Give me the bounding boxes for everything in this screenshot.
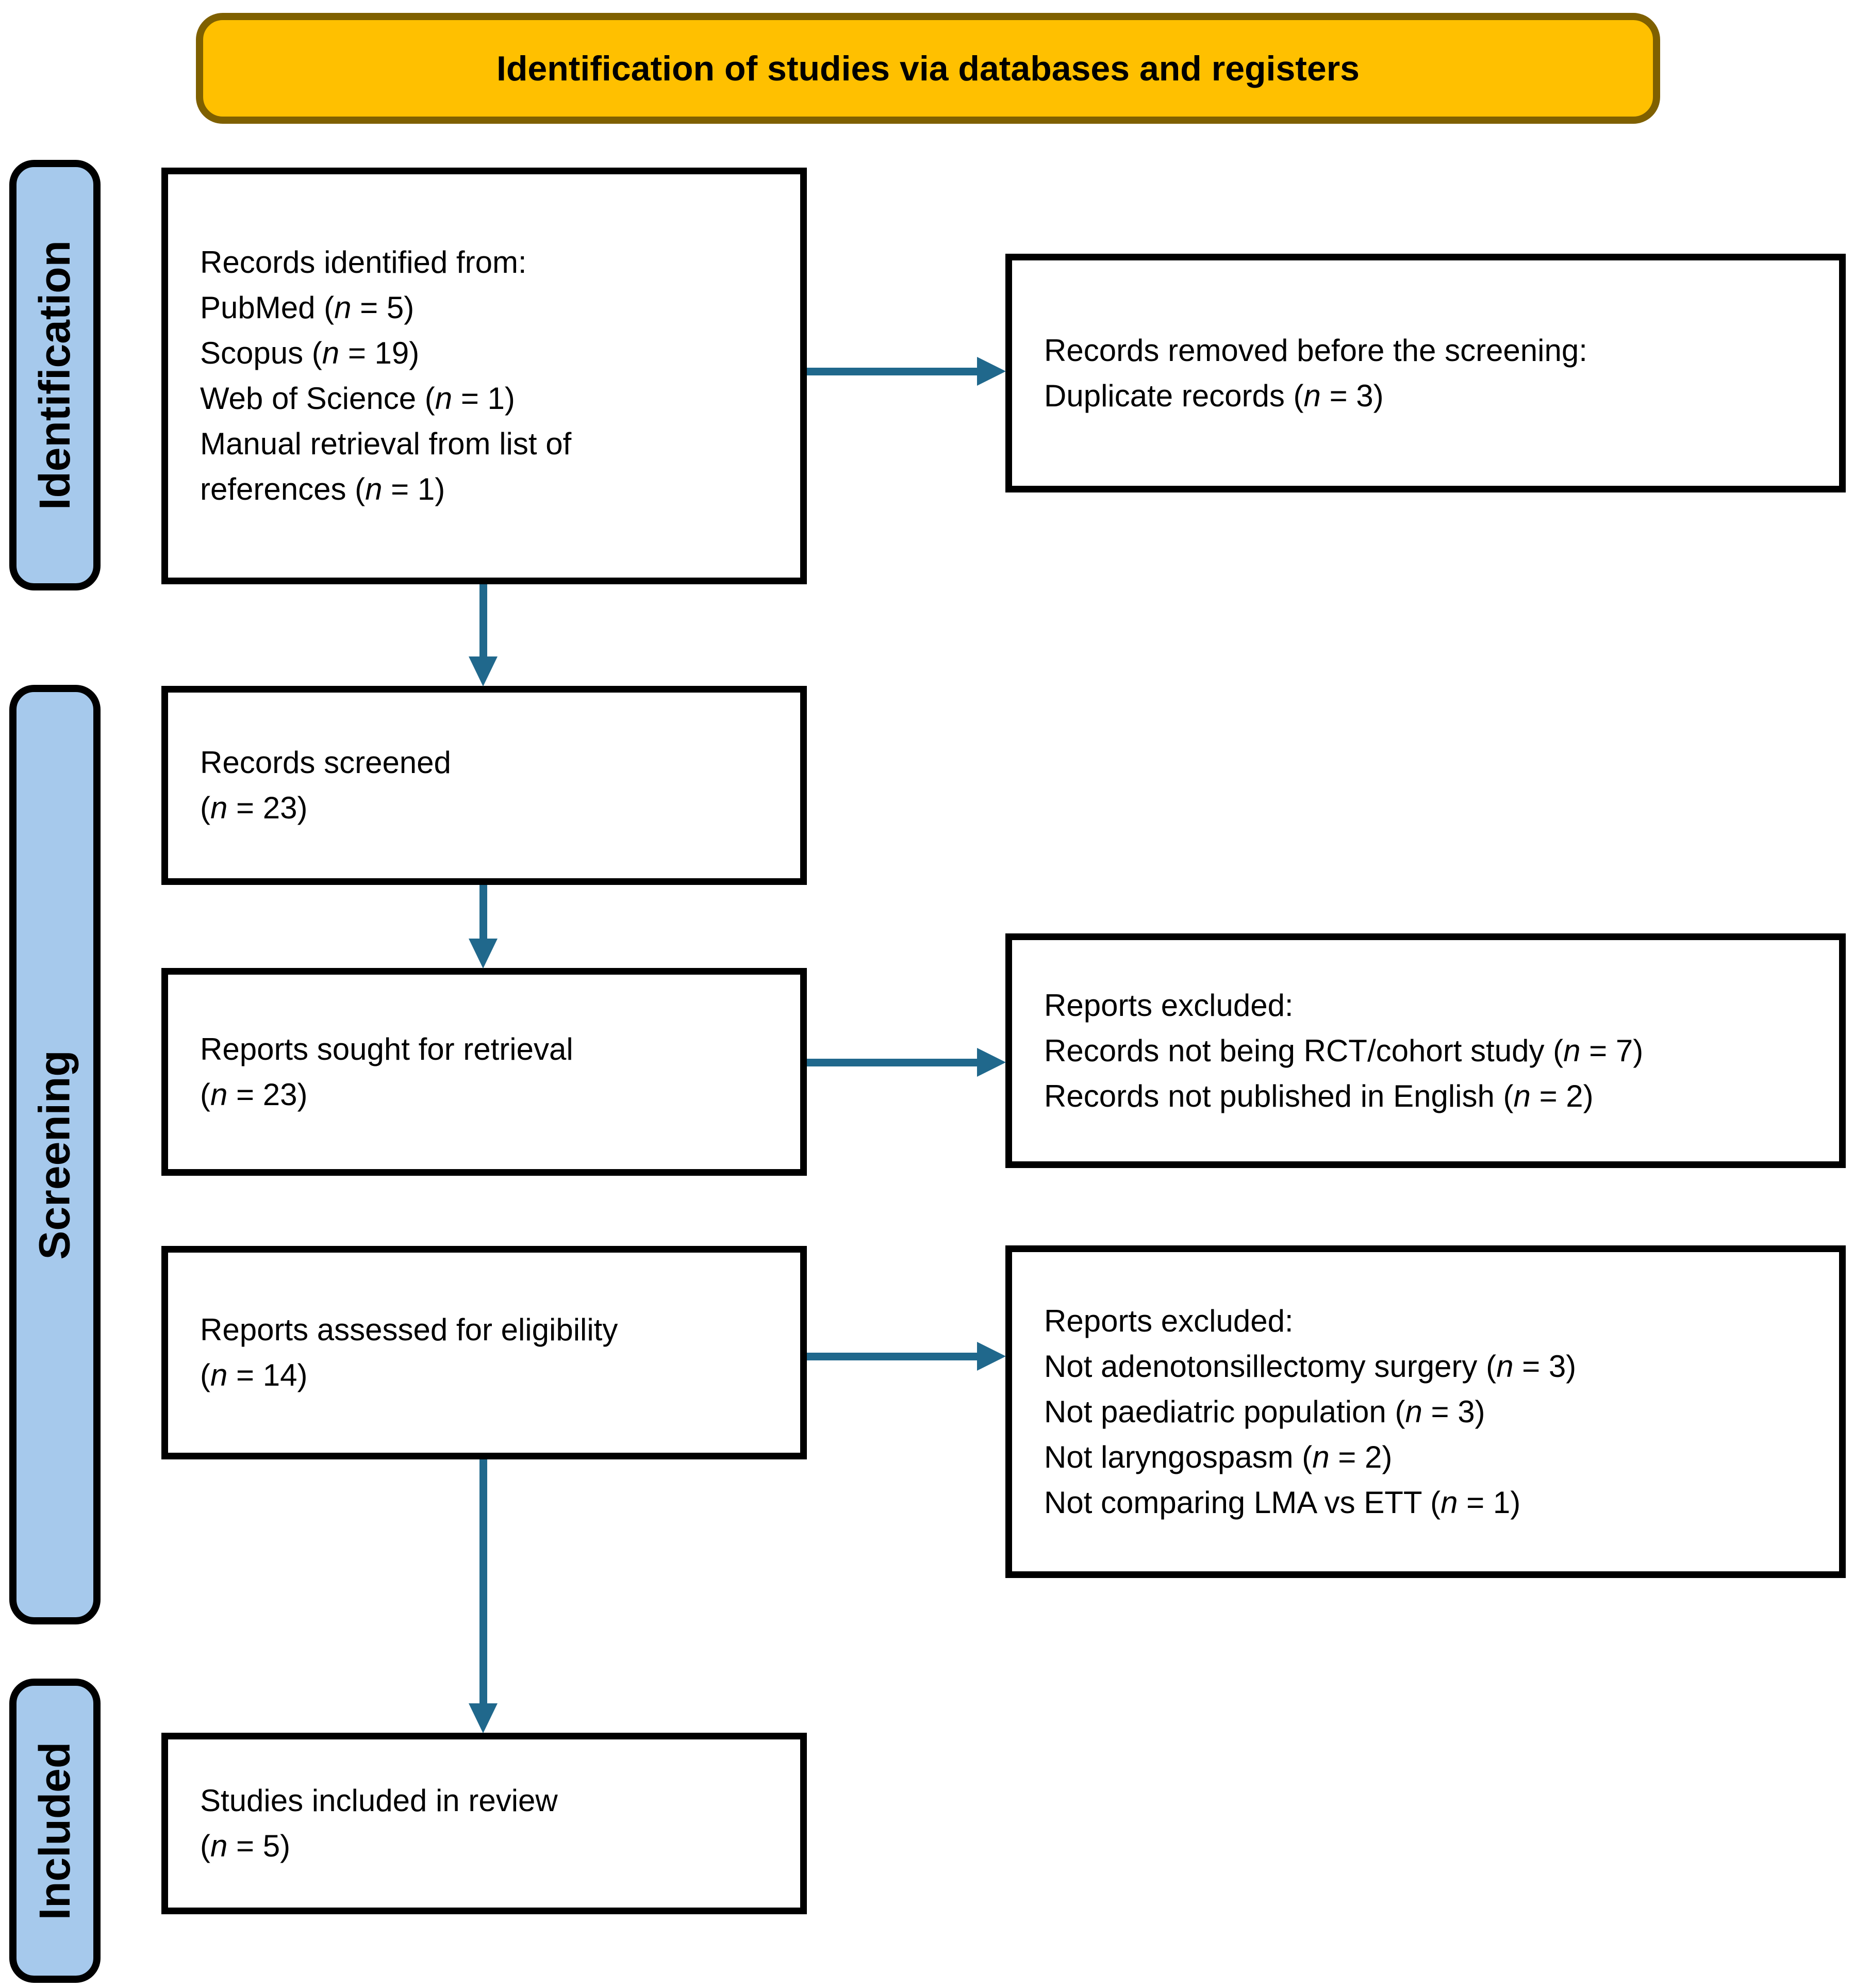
text-line: Studies included in review — [200, 1783, 558, 1818]
text-line: Reports sought for retrieval — [200, 1031, 573, 1066]
arrow-identified-to-screened-head-icon — [469, 656, 498, 686]
arrow-screened-to-sought-shaft — [479, 885, 487, 940]
box-studies-included: Studies included in review (n = 5) — [161, 1733, 807, 1914]
stage-label-included: Included — [9, 1679, 101, 1983]
arrow-sought-to-excluded-shaft — [807, 1059, 978, 1066]
text-line: Reports excluded: — [1044, 988, 1294, 1023]
box-records-screened: Records screened (n = 23) — [161, 686, 807, 885]
arrow-assessed-to-included-head-icon — [469, 1703, 498, 1733]
box-reports-assessed: Reports assessed for eligibility (n = 14) — [161, 1246, 807, 1459]
text-line: Manual retrieval from list of — [200, 426, 572, 461]
stage-included-text: Included — [30, 1741, 79, 1920]
arrow-assessed-to-excluded-head-icon — [977, 1342, 1006, 1371]
stage-screening-text: Screening — [30, 1049, 79, 1260]
arrow-assessed-to-excluded-shaft — [807, 1353, 978, 1360]
arrow-sought-to-excluded-head-icon — [977, 1048, 1006, 1077]
arrow-screened-to-sought-head-icon — [469, 939, 498, 968]
text-line: Not laryngospasm (n = 2) — [1044, 1439, 1393, 1474]
text-line: (n = 23) — [200, 791, 308, 825]
box-reports-excluded-retrieval: Reports excluded: Records not being RCT/c… — [1005, 933, 1846, 1168]
diagram-title-text: Identification of studies via databases … — [496, 48, 1360, 88]
text-line: PubMed (n = 5) — [200, 290, 415, 325]
text-line: (n = 14) — [200, 1358, 308, 1392]
text-line: Records identified from: — [200, 245, 527, 280]
text-line: Not adenotonsillectomy surgery (n = 3) — [1044, 1349, 1577, 1384]
text-line: Records not published in English (n = 2) — [1044, 1078, 1594, 1113]
text-line: Records screened — [200, 745, 451, 780]
text-line: Reports excluded: — [1044, 1303, 1294, 1338]
box-reports-excluded-eligibility: Reports excluded: Not adenotonsillectomy … — [1005, 1245, 1846, 1578]
text-line: Duplicate records (n = 3) — [1044, 378, 1384, 413]
text-line: (n = 5) — [200, 1829, 291, 1863]
text-line: references (n = 1) — [200, 472, 445, 506]
stage-identification-text: Identification — [30, 240, 79, 510]
diagram-title: Identification of studies via databases … — [196, 13, 1660, 124]
arrow-identified-to-screened-shaft — [479, 584, 487, 658]
box-records-removed: Records removed before the screening: Dup… — [1005, 254, 1846, 492]
text-line: Records not being RCT/cohort study (n = … — [1044, 1033, 1644, 1068]
arrow-identified-to-removed-shaft — [807, 368, 978, 375]
text-line: (n = 23) — [200, 1077, 308, 1112]
stage-label-screening: Screening — [9, 685, 101, 1624]
box-records-identified: Records identified from: PubMed (n = 5) Sc… — [161, 168, 807, 584]
stage-label-identification: Identification — [9, 160, 101, 590]
arrow-assessed-to-included-shaft — [479, 1459, 487, 1704]
text-line: Not paediatric population (n = 3) — [1044, 1394, 1485, 1429]
arrow-identified-to-removed-head-icon — [977, 357, 1006, 386]
box-reports-sought: Reports sought for retrieval (n = 23) — [161, 968, 807, 1176]
text-line: Not comparing LMA vs ETT (n = 1) — [1044, 1485, 1521, 1520]
text-line: Scopus (n = 19) — [200, 336, 420, 370]
text-line: Records removed before the screening: — [1044, 333, 1587, 368]
text-line: Web of Science (n = 1) — [200, 381, 515, 416]
text-line: Reports assessed for eligibility — [200, 1312, 618, 1347]
